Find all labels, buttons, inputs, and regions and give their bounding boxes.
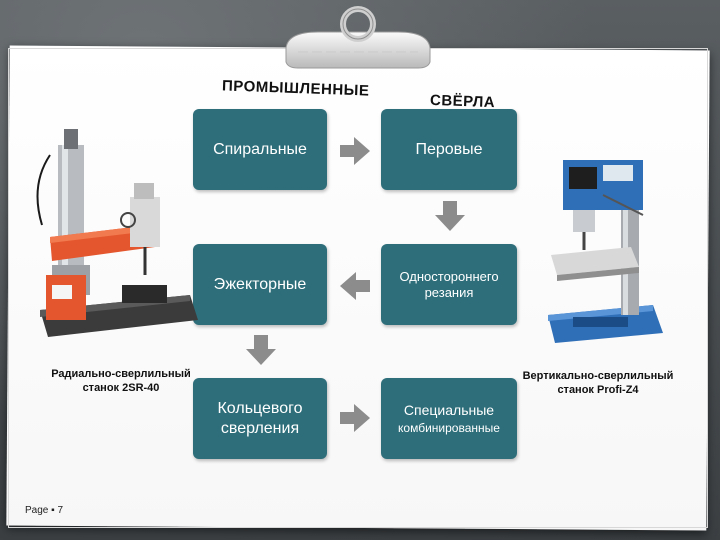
box-ejector: Эжекторные [193,244,327,325]
caption-radial-line1: Радиально-сверлильный [36,367,206,381]
vertical-drill-machine-image [543,155,668,345]
caption-vertical: Вертикально-сверлильный станок Profi-Z4 [508,369,688,397]
caption-vertical-line2: станок Profi-Z4 [508,383,688,397]
box-ejector-label: Эжекторные [214,276,307,294]
caption-radial: Радиально-сверлильный станок 2SR-40 [36,367,206,395]
box-ring-line1: Кольцевого [217,399,302,419]
box-spiral-label: Спиральные [213,141,307,159]
page-number: Page ▪ 7 [25,505,63,516]
box-onesided: Одностороннего резания [381,244,517,325]
arrow-down-icon-2 [246,335,276,365]
arrow-left-icon [340,272,370,300]
box-onesided-line2: резания [425,285,474,301]
arrow-down-icon [435,201,465,231]
box-ring: Кольцевого сверления [193,378,327,459]
caption-radial-line2: станок 2SR-40 [36,381,206,395]
arrow-right-icon-2 [340,404,370,432]
radial-drill-machine-image [30,125,200,350]
box-special: Специальные комбинированные [381,378,517,459]
box-special-line2: комбинированные [398,419,500,437]
box-onesided-line1: Одностороннего [399,269,498,285]
caption-vertical-line1: Вертикально-сверлильный [508,369,688,383]
box-feather: Перовые [381,109,517,190]
box-ring-line2: сверления [221,419,299,439]
box-spiral: Спиральные [193,109,327,190]
box-special-line1: Специальные [404,401,494,419]
paper-clip-icon [278,4,438,70]
arrow-right-icon [340,137,370,165]
box-feather-label: Перовые [415,141,482,159]
